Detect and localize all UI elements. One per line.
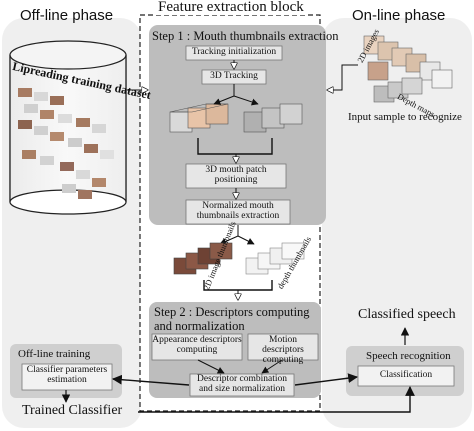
- combination-label: Descriptor combination and size normaliz…: [197, 374, 287, 394]
- classifier-label: Classifier parameters estimation: [26, 365, 108, 385]
- appearance-label: Appearance descriptors computing: [152, 335, 242, 355]
- online-samples: [363, 35, 453, 103]
- speech-recognition-title: Speech recognition: [366, 350, 451, 362]
- offline-phase-title: Off-line phase: [20, 7, 114, 24]
- step1-title: Step 1 : Mouth thumbnails extraction: [152, 29, 339, 43]
- classifier-box: [21, 363, 113, 391]
- tracking-strip-color: [169, 103, 229, 133]
- tracking-init-label: Tracking initialization: [191, 47, 277, 57]
- tracking-3d-label: 3D Tracking: [210, 71, 258, 81]
- appearance-box: [151, 333, 243, 361]
- classified-speech-label: Classified speech: [358, 307, 456, 322]
- normalized-box: [185, 199, 291, 225]
- mouth-patch-label: 3D mouth patch positioning: [205, 165, 267, 185]
- classification-label: Classification: [379, 370, 433, 380]
- trained-classifier-label: Trained Classifier: [22, 403, 123, 418]
- dataset-thumbnails: [18, 88, 114, 199]
- classification-box: [357, 365, 455, 387]
- motion-label: Motion descriptors computing: [262, 335, 304, 365]
- online-panel: [322, 18, 472, 428]
- feature-block-title: Feature extraction block: [155, 0, 307, 15]
- combination-box: [189, 373, 295, 397]
- thumbs-depth-stack: [245, 242, 305, 275]
- online-phase-title: On-line phase: [352, 7, 446, 24]
- step2-title: Step 2 : Descriptors computing and norma…: [154, 305, 310, 333]
- tracking-strip-depth: [243, 103, 303, 133]
- normalized-label: Normalized mouth thumbnails extraction: [196, 201, 280, 221]
- input-sample-caption: Input sample to recognize: [348, 111, 462, 123]
- motion-box: [247, 333, 319, 361]
- thumbs-2d-stack: [173, 242, 233, 275]
- offline-training-title: Off-line training: [18, 348, 91, 360]
